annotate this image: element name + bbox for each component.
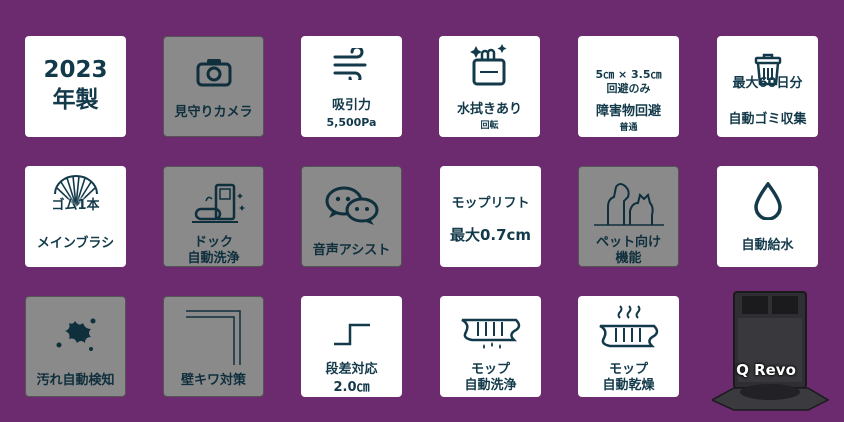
mop-dry-tile: モップ 自動乾燥 (578, 296, 679, 397)
dock-tile: ドック 自動洗浄 (163, 166, 264, 267)
water-label: 自動給水 (741, 238, 794, 253)
product-name: Q Revo (736, 361, 796, 379)
splat-icon (26, 315, 125, 355)
pet-icon (579, 175, 678, 229)
brush-type: ゴム1本 (51, 198, 100, 213)
brush-tile: ゴム1本 メインブラシ (25, 166, 126, 267)
voice-tile: 音声アシスト (301, 166, 402, 267)
dock-label-2: 自動洗浄 (187, 251, 240, 266)
camera-tile: 見守りカメラ (163, 36, 264, 137)
pet-label: ペット向け (595, 235, 661, 250)
obstacle-size: 5㎝ × 3.5㎝ (595, 68, 662, 81)
mop-lift-label: モップリフト (451, 196, 530, 211)
mop-wash-tile: モップ 自動洗浄 (440, 296, 541, 397)
brush-icon (25, 174, 126, 208)
mop-lift-value: 最大0.7cm (449, 226, 532, 244)
year-tile: 2023 年製 (25, 36, 126, 137)
obstacle-level: 普通 (619, 123, 638, 133)
mop-rotation-label: 水拭きあり (456, 102, 522, 117)
obstacle-tile: 5㎝ × 3.5㎝ 回避のみ 障害物回避 普通 (578, 36, 679, 137)
mop-wash-label-2: 自動洗浄 (464, 378, 517, 393)
suction-label: 吸引力 (331, 98, 371, 113)
threshold-tile: 段差対応 2.0㎝ (301, 296, 402, 397)
dustbin-tile: 最大60日分 自動ゴミ収集 (717, 36, 818, 137)
mop-rotation-tile: 水拭きあり 回転 (439, 36, 540, 137)
dustbin-capacity: 最大60日分 (732, 76, 803, 91)
wall-corner-icon (164, 307, 263, 365)
pet-tile: ペット向け 機能 (578, 166, 679, 267)
suction-tile: 吸引力 5,500Pa (301, 36, 402, 137)
suction-value: 5,500Pa (326, 116, 377, 129)
chat-bubbles-icon (302, 185, 401, 227)
wall-label: 壁キワ対策 (180, 373, 246, 388)
trash-can-icon (717, 52, 818, 86)
stain-tile: 汚れ自動検知 (25, 296, 126, 397)
product-image (712, 288, 830, 414)
camera-label: 見守りカメラ (174, 105, 253, 120)
threshold-value: 2.0㎝ (333, 380, 370, 395)
mop-dry-icon (578, 304, 679, 352)
water-drop-icon (717, 182, 818, 220)
dock-label: ドック (193, 235, 233, 250)
step-icon (301, 322, 402, 346)
obstacle-mode: 回避のみ (606, 82, 651, 95)
brush-label: メインブラシ (36, 236, 115, 251)
mop-lift-tile: モップリフト 最大0.7cm (440, 166, 541, 267)
voice-label: 音声アシスト (312, 243, 391, 258)
camera-icon (164, 57, 263, 87)
year-number: 2023 (43, 57, 108, 83)
mop-dry-label-2: 自動乾燥 (602, 378, 655, 393)
mop-dry-label: モップ (608, 362, 648, 377)
pet-label-2: 機能 (615, 251, 642, 266)
water-tile: 自動給水 (717, 166, 818, 267)
mop-wash-icon (440, 314, 541, 352)
stain-label: 汚れ自動検知 (36, 373, 115, 388)
wall-tile: 壁キワ対策 (163, 296, 264, 397)
obstacle-label: 障害物回避 (595, 104, 661, 119)
cleaning-hand-icon (439, 42, 540, 90)
mop-wash-label: モップ (470, 362, 510, 377)
threshold-label: 段差対応 (325, 362, 378, 377)
year-suffix: 年製 (52, 87, 99, 113)
mop-rotation-sub: 回転 (480, 121, 499, 131)
dock-icon (164, 179, 263, 227)
wind-icon (301, 48, 402, 80)
dustbin-label: 自動ゴミ収集 (728, 112, 807, 127)
